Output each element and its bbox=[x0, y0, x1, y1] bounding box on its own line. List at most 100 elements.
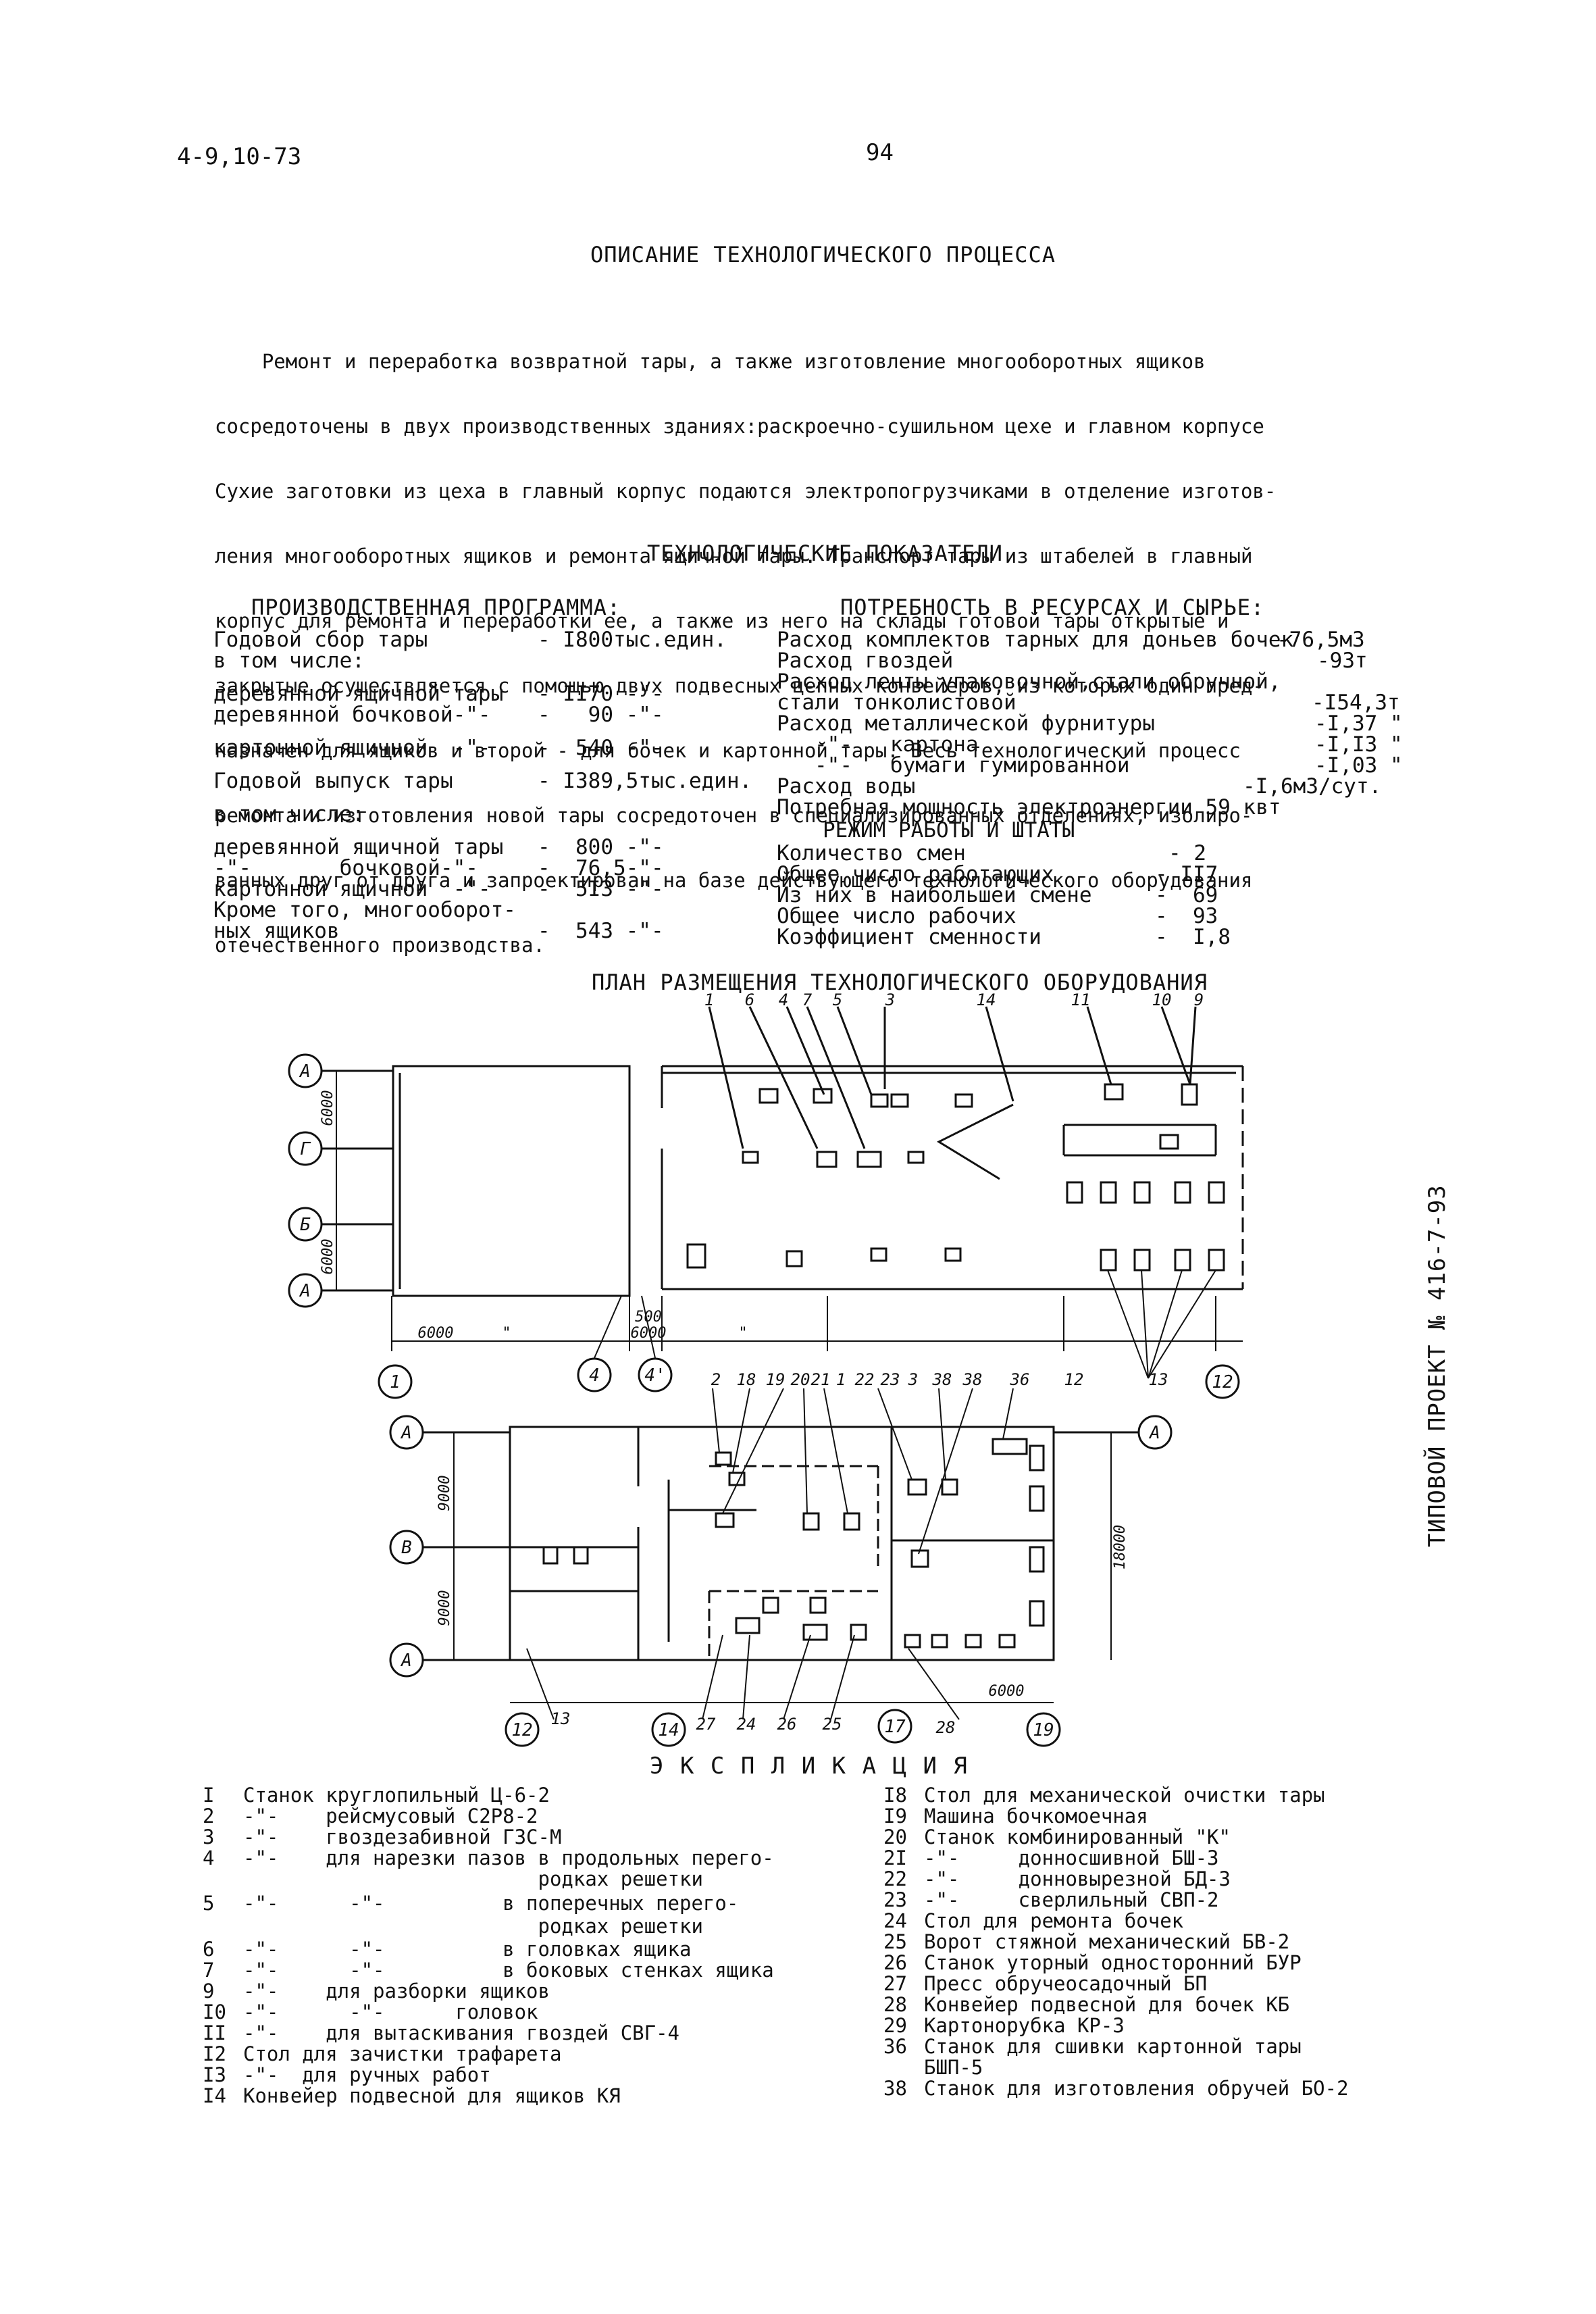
explication-item: 9-"- для разборки ящиков bbox=[203, 1980, 550, 2003]
explication-item: 4-"- для нарезки пазов в продольных пере… bbox=[203, 1846, 774, 1869]
callout: 23 bbox=[881, 1370, 900, 1389]
callout: 9 bbox=[1194, 990, 1204, 1009]
resource-row: Расход комплектов тарных для доньев боче… bbox=[777, 628, 1365, 652]
explication-title: Э К С П Л И К А Ц И Я bbox=[650, 1753, 969, 1780]
program-row: в том числе: bbox=[213, 649, 365, 673]
explication-item: 2-"- рейсмусовый С2Р8-2 bbox=[203, 1805, 538, 1828]
upper-left-room bbox=[392, 1065, 631, 1297]
dimension-label: " bbox=[502, 1325, 511, 1342]
axis-label: Б bbox=[300, 1215, 311, 1235]
callout: 25 bbox=[823, 1715, 842, 1734]
program-row: деревянной ящичной тары- II70 -"- bbox=[213, 682, 664, 706]
axis-label: А bbox=[299, 1061, 311, 1082]
process-line: Сухие заготовки из цеха в главный корпус… bbox=[215, 480, 1277, 503]
column-label: 1 bbox=[390, 1372, 401, 1392]
program-row: Кроме того, многооборот- bbox=[213, 898, 516, 922]
callout: 19 bbox=[766, 1370, 786, 1389]
lower-building bbox=[509, 1426, 1055, 1661]
column-label: 19 bbox=[1033, 1720, 1054, 1740]
program-table: Годовой сбор тары- I800тыс.един. в том ч… bbox=[213, 630, 754, 942]
document-code: 4-9,10-73 bbox=[177, 143, 302, 170]
explication-item: 7-"- -"- в боковых стенках ящика bbox=[203, 1959, 774, 1982]
program-row: ных ящиков- 543 -"- bbox=[213, 919, 664, 943]
dimension-label: 9000 bbox=[436, 1590, 453, 1626]
axis-label: А bbox=[400, 1651, 412, 1671]
callout: 36 bbox=[1010, 1370, 1030, 1389]
column-label: 17 bbox=[884, 1717, 906, 1737]
process-line: сосредоточены в двух производственных зд… bbox=[215, 415, 1264, 438]
callout: 27 bbox=[696, 1715, 716, 1734]
callout: 6 bbox=[745, 990, 754, 1009]
explication-item: I0-"- -"- головок bbox=[203, 2001, 538, 2023]
program-row: Годовой выпуск тары- I389,5тыс.един. bbox=[213, 769, 752, 793]
explication-item: родках решетки bbox=[243, 1915, 703, 1938]
callout: 2 bbox=[711, 1370, 721, 1389]
explication-item: 6-"- -"- в головках ящика bbox=[203, 1938, 692, 1961]
process-title: ОПИСАНИЕ ТЕХНОЛОГИЧЕСКОГО ПРОЦЕССА bbox=[590, 242, 1056, 268]
plan-title: ПЛАН РАЗМЕЩЕНИЯ ТЕХНОЛОГИЧЕСКОГО ОБОРУДО… bbox=[592, 970, 1208, 995]
explication-item: I3-"- для ручных работ bbox=[203, 2063, 491, 2086]
indicators-title: ТЕХНОЛОГИЧЕСКИЕ ПОКАЗАТЕЛИ bbox=[647, 540, 1003, 566]
callout: 38 bbox=[932, 1370, 952, 1389]
resource-row: Расход металлической фурнитуры-I,37 " bbox=[777, 711, 1403, 736]
process-line: ления многооборотных ящиков и ремонта ящ… bbox=[215, 545, 1253, 568]
dimension-label: 6000 bbox=[319, 1239, 336, 1275]
resources-table: Расход комплектов тарных для доньев боче… bbox=[777, 630, 1412, 818]
dimension-label: 500 bbox=[635, 1309, 662, 1326]
column-label: 12 bbox=[1212, 1372, 1233, 1392]
callout: 10 bbox=[1152, 990, 1172, 1009]
regime-table: Количество смен- 2 Общее число работающи… bbox=[777, 843, 1385, 948]
process-line: закрытые осуществляется с помощью двух п… bbox=[215, 674, 1264, 697]
program-row: Годовой сбор тары- I800тыс.един. bbox=[213, 628, 727, 652]
callout: 13 bbox=[1149, 1370, 1168, 1389]
callout: 26 bbox=[777, 1715, 797, 1734]
callout: 11 bbox=[1071, 990, 1091, 1009]
column-label: 12 bbox=[511, 1720, 532, 1740]
process-line: Ремонт и переработка возвратной тары, а … bbox=[215, 350, 1206, 373]
explication-item: 23-"- сверлильный СВП-2 bbox=[883, 1888, 1219, 1911]
callout: 38 bbox=[962, 1370, 983, 1389]
callout: 5 bbox=[833, 990, 842, 1009]
explication-item: БШП-5 bbox=[924, 2056, 983, 2079]
axis-label: А bbox=[400, 1423, 412, 1443]
resource-row: стали тонколистовой-I54,3т bbox=[777, 690, 1400, 715]
process-line: отечественного производства. bbox=[215, 934, 545, 957]
regime-row: Коэффициент сменности- I,8 bbox=[777, 925, 1231, 949]
resource-row: Расход воды-I,6м3/сут. bbox=[777, 774, 1382, 799]
regime-row: Общее число работающих- II7 bbox=[777, 862, 1218, 886]
explication-item: родках решетки bbox=[243, 1867, 703, 1890]
process-line: корпус для ремонта и переработки ее, а т… bbox=[215, 609, 1229, 632]
axis-label: В bbox=[401, 1538, 412, 1558]
callout: 1 bbox=[836, 1370, 846, 1389]
dimension-label: 6000 bbox=[319, 1090, 336, 1126]
callout: 4 bbox=[779, 990, 788, 1009]
axis-label: Г bbox=[300, 1139, 311, 1159]
callout: 22 bbox=[855, 1370, 875, 1389]
regime-row: Общее число рабочих- 93 bbox=[777, 904, 1218, 928]
regime-row: Количество смен- 2 bbox=[777, 841, 1206, 865]
callout: 12 bbox=[1064, 1370, 1084, 1389]
callout: 13 bbox=[551, 1709, 571, 1728]
axis-label: А bbox=[299, 1281, 311, 1301]
resource-row: -"- картона-I,I3 " bbox=[777, 732, 1403, 757]
process-line: ремонта и изготовления новой тары сосред… bbox=[215, 804, 1253, 827]
dimension-label: " bbox=[738, 1325, 747, 1342]
dimension-label: 9000 bbox=[436, 1476, 453, 1511]
callout: 18 bbox=[737, 1370, 756, 1389]
program-row: -"- бочковой-"-- 76,5-"- bbox=[213, 856, 664, 880]
callout: 24 bbox=[737, 1715, 756, 1734]
